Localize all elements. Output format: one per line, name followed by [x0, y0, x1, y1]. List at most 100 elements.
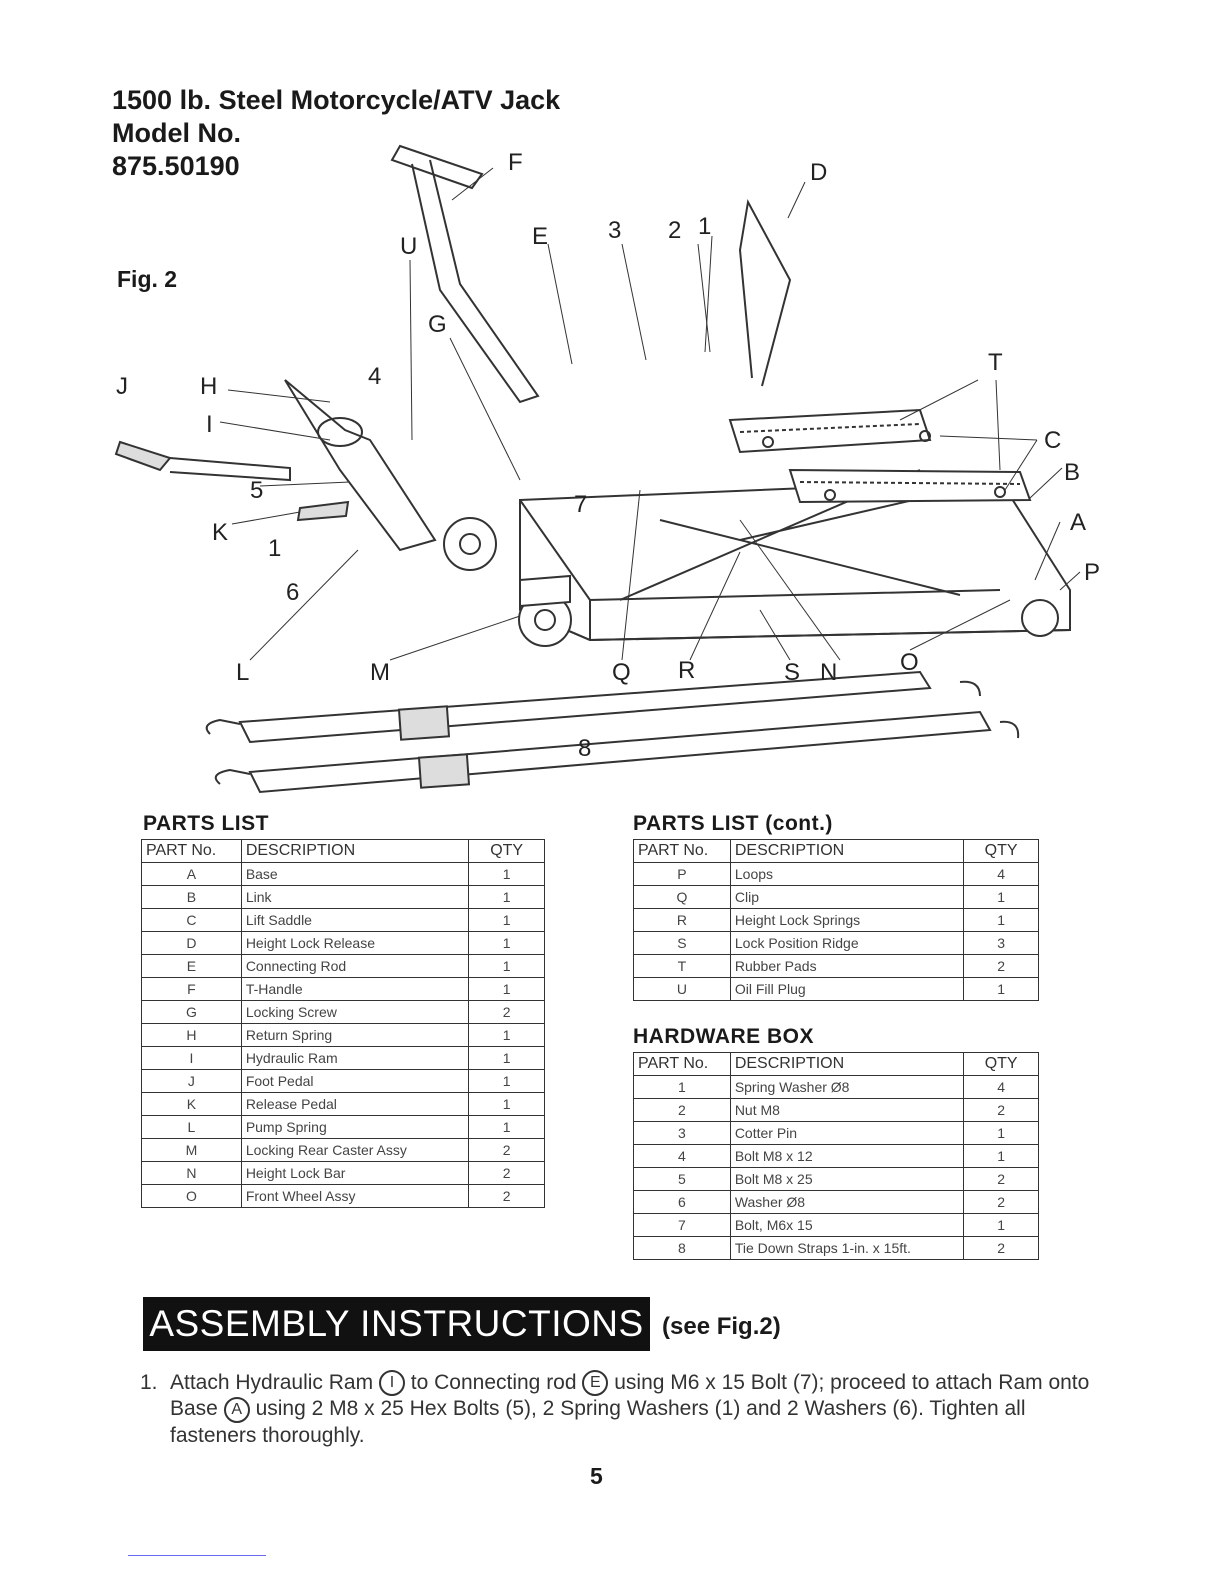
- column-header: DESCRIPTION: [729, 839, 965, 863]
- quantity-cell: 4: [963, 1075, 1039, 1099]
- quantity-cell: 3: [963, 931, 1039, 955]
- callout-label: 1: [698, 213, 711, 240]
- hardware-box-title: HARDWARE BOX: [633, 1025, 815, 1048]
- description-cell: Pump Spring: [240, 1115, 470, 1139]
- lift-saddle-drawing: [728, 408, 1032, 504]
- column-header: QTY: [963, 1052, 1039, 1076]
- description-cell: T-Handle: [240, 977, 470, 1001]
- description-cell: Cotter Pin: [729, 1121, 965, 1145]
- callout-label: B: [1064, 459, 1080, 486]
- parts-list-title: PARTS LIST: [143, 812, 269, 835]
- description-cell: Foot Pedal: [240, 1069, 470, 1093]
- callout-label: A: [1070, 509, 1086, 536]
- callout-label: H: [200, 373, 217, 400]
- callout-label: 8: [578, 735, 591, 762]
- description-cell: Washer Ø8: [729, 1190, 965, 1214]
- part-callout-circle: I: [378, 1370, 405, 1397]
- page-number: 5: [590, 1463, 603, 1489]
- title-line-1: 1500 lb. Steel Motorcycle/ATV Jack: [112, 85, 561, 115]
- callout-label: R: [678, 657, 695, 684]
- part-callout-circle: A: [223, 1396, 250, 1423]
- column-header: PART No.: [633, 1052, 731, 1076]
- description-cell: Rubber Pads: [729, 954, 965, 978]
- pump-assembly-drawing: [114, 379, 437, 552]
- step-text-part: Attach Hydraulic Ram: [170, 1371, 374, 1394]
- callout-label: U: [400, 233, 417, 260]
- quantity-cell: 1: [963, 885, 1039, 909]
- part-number-cell: R: [633, 908, 731, 932]
- callout-label: 4: [368, 363, 381, 390]
- quantity-cell: 1: [468, 885, 545, 909]
- tie-down-straps-drawing: [205, 670, 1020, 794]
- quantity-cell: 2: [963, 1190, 1039, 1214]
- column-header: PART No.: [141, 839, 242, 863]
- part-number-cell: J: [141, 1069, 242, 1093]
- callout-labels: F D U E 3 2 1 G J H 4 T I C B 5 7 K A 1 …: [116, 149, 1100, 762]
- part-number-cell: B: [141, 885, 242, 909]
- table-header-row: PART No. DESCRIPTION QTY: [141, 839, 545, 863]
- part-number-cell: Q: [633, 885, 731, 909]
- callout-label: C: [1044, 427, 1061, 454]
- callout-label: K: [212, 519, 228, 546]
- step-text-part: using 2 M8 x 25 Hex Bolts (5), 2 Spring …: [170, 1397, 1026, 1447]
- quantity-cell: 1: [468, 977, 545, 1001]
- callout-label: 2: [668, 217, 681, 244]
- callout-label: L: [236, 659, 249, 686]
- part-callout-circle: E: [582, 1370, 609, 1397]
- part-number-cell: U: [633, 977, 731, 1001]
- title-line-2: Model No.: [112, 118, 241, 148]
- description-cell: Link: [240, 885, 470, 909]
- description-cell: Base: [240, 862, 470, 886]
- parts-list-cont-title: PARTS LIST (cont.): [633, 812, 833, 835]
- quantity-cell: 2: [963, 1236, 1039, 1260]
- title-line-3: 875.50190: [112, 151, 240, 181]
- description-cell: Tie Down Straps 1-in. x 15ft.: [729, 1236, 965, 1260]
- callout-label: P: [1084, 559, 1100, 586]
- description-cell: Bolt M8 x 25: [729, 1167, 965, 1191]
- quantity-cell: 1: [963, 908, 1039, 932]
- quantity-cell: 1: [468, 1023, 545, 1047]
- quantity-cell: 2: [468, 1184, 545, 1208]
- callout-label: I: [206, 411, 213, 438]
- height-lock-release-drawing: [738, 198, 792, 387]
- step-text-part: to Connecting rod: [410, 1371, 577, 1394]
- description-cell: Clip: [729, 885, 965, 909]
- description-cell: Height Lock Springs: [729, 908, 965, 932]
- callout-label: O: [900, 649, 919, 676]
- quantity-cell: 1: [468, 1046, 545, 1070]
- table-header-row: PART No. DESCRIPTION QTY: [633, 1052, 1039, 1076]
- quantity-cell: 1: [963, 1144, 1039, 1168]
- description-cell: Release Pedal: [240, 1092, 470, 1116]
- quantity-cell: 2: [468, 1000, 545, 1024]
- part-number-cell: A: [141, 862, 242, 886]
- jack-exploded-diagram: F D U E 3 2 1 G J H 4 T I C B 5 7 K A 1 …: [114, 144, 1100, 794]
- part-number-cell: G: [141, 1000, 242, 1024]
- table-header-row: PART No. DESCRIPTION QTY: [633, 839, 1039, 863]
- callout-label: F: [508, 149, 523, 176]
- quantity-cell: 1: [963, 1121, 1039, 1145]
- part-number-cell: 2: [633, 1098, 731, 1122]
- description-cell: Height Lock Release: [240, 931, 470, 955]
- callout-label: E: [532, 223, 548, 250]
- step-text: Attach Hydraulic Ram I to Connecting rod…: [170, 1370, 1100, 1449]
